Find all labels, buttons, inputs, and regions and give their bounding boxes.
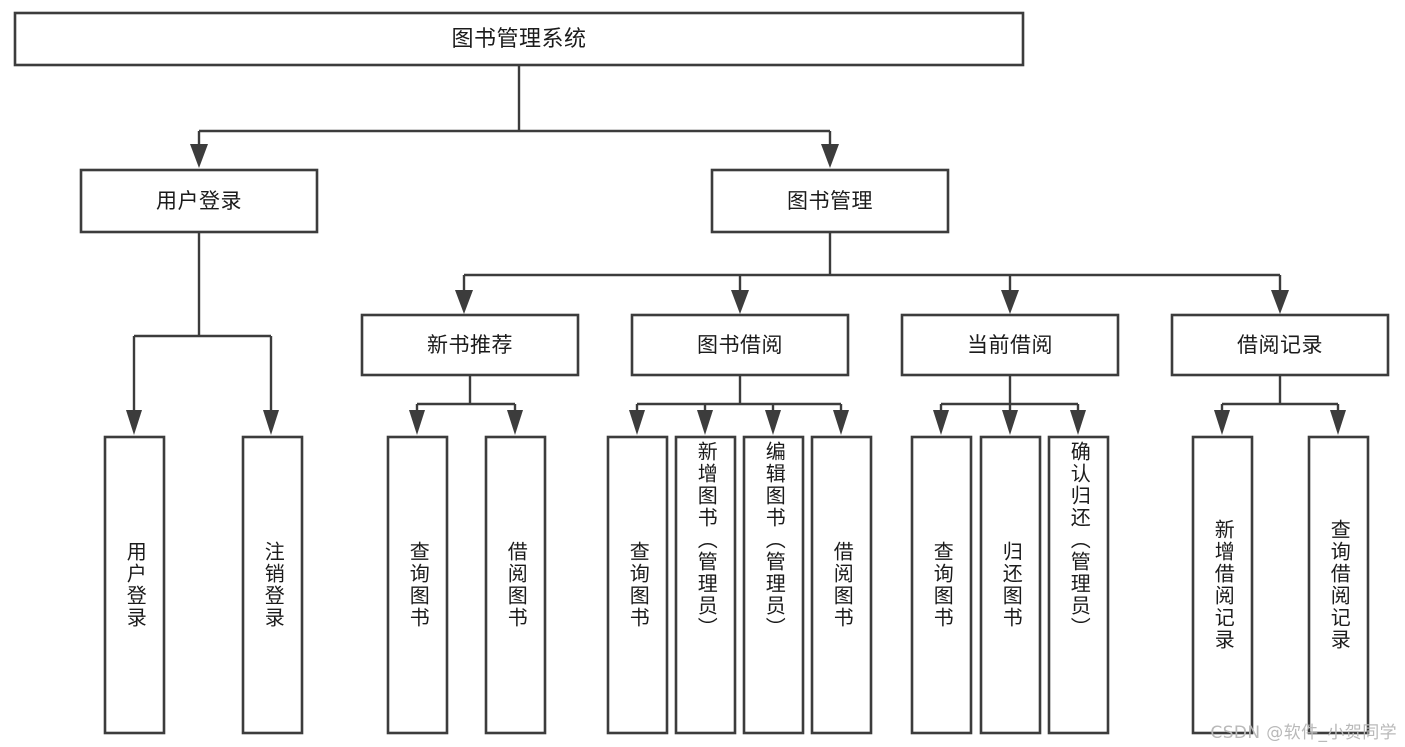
arrow-head-new-book-recommend — [455, 290, 473, 314]
node-current-borrow-box[interactable] — [900, 313, 1120, 377]
leaf-box-bb-1[interactable] — [674, 435, 737, 735]
arrow-head-leaf-bb-3 — [833, 410, 849, 435]
node-user-login[interactable]: 用户登录 — [79, 168, 319, 234]
leaf-boxes-current-borrow — [910, 435, 1110, 735]
connector-group-current-borrow — [933, 375, 1086, 435]
node-book-borrow-label: 图书借阅 — [697, 333, 783, 357]
node-book-manage[interactable]: 图书管理 — [710, 168, 950, 234]
leaf-box-bb-2[interactable] — [742, 435, 805, 735]
csdn-watermark: CSDN @软件_小贺同学 — [1210, 723, 1397, 743]
connector-group-book-borrow — [629, 375, 849, 435]
connector-group-borrow-record — [1214, 375, 1346, 435]
leaf-boxes-new-book-recommend — [386, 435, 547, 735]
leaf-box-cb-1[interactable] — [979, 435, 1042, 735]
leaf-box-bb-3[interactable] — [810, 435, 873, 735]
node-current-borrow-label: 当前借阅 — [967, 333, 1053, 357]
connector-group-book-manage — [455, 232, 1289, 314]
node-book-manage-label: 图书管理 — [787, 189, 873, 213]
connector-group-user-login — [126, 232, 279, 435]
node-book-manage-box[interactable] — [710, 168, 950, 234]
node-user-login-label: 用户登录 — [156, 189, 242, 213]
node-root-box[interactable] — [13, 11, 1025, 67]
arrow-head-leaf-user-login-0 — [126, 410, 142, 435]
arrow-head-leaf-nbr-1 — [507, 410, 523, 435]
leaf-box-nbr-0[interactable] — [386, 435, 449, 735]
node-borrow-record-label: 借阅记录 — [1237, 333, 1323, 357]
leaf-box-br-1[interactable] — [1307, 435, 1370, 735]
arrow-head-leaf-bb-0 — [629, 410, 645, 435]
node-book-borrow-box[interactable] — [630, 313, 850, 377]
arrow-head-leaf-cb-1 — [1002, 410, 1018, 435]
arrow-head-user-login — [190, 144, 208, 168]
leaf-boxes-user-login — [103, 435, 304, 735]
node-root-label: 图书管理系统 — [451, 27, 586, 52]
leaf-box-cb-2[interactable] — [1047, 435, 1110, 735]
node-new-book-recommend[interactable]: 新书推荐 — [360, 313, 580, 377]
arrow-head-leaf-cb-0 — [933, 410, 949, 435]
leaf-boxes-borrow-record — [1191, 435, 1370, 735]
leaf-box-bb-0[interactable] — [606, 435, 669, 735]
leaf-box-cb-0[interactable] — [910, 435, 973, 735]
arrow-head-book-manage — [821, 144, 839, 168]
node-new-book-recommend-box[interactable] — [360, 313, 580, 377]
node-user-login-box[interactable] — [79, 168, 319, 234]
leaf-boxes-book-borrow — [606, 435, 873, 735]
leaf-box-br-0[interactable] — [1191, 435, 1254, 735]
arrow-head-leaf-br-1 — [1330, 410, 1346, 435]
arrow-head-current-borrow — [1001, 290, 1019, 314]
leaf-box-nbr-1[interactable] — [484, 435, 547, 735]
arrow-head-leaf-cb-2 — [1070, 410, 1086, 435]
node-new-book-recommend-label: 新书推荐 — [427, 333, 513, 357]
arrow-head-book-borrow — [731, 290, 749, 314]
node-root[interactable]: 图书管理系统 — [13, 11, 1025, 67]
arrow-head-leaf-user-login-1 — [263, 410, 279, 435]
connector-group-root — [190, 65, 839, 168]
arrow-head-borrow-record — [1271, 290, 1289, 314]
node-borrow-record[interactable]: 借阅记录 — [1170, 313, 1390, 377]
leaf-box-user-login-1[interactable] — [241, 435, 304, 735]
node-book-borrow[interactable]: 图书借阅 — [630, 313, 850, 377]
node-borrow-record-box[interactable] — [1170, 313, 1390, 377]
node-current-borrow[interactable]: 当前借阅 — [900, 313, 1120, 377]
leaf-box-user-login-0[interactable] — [103, 435, 166, 735]
arrow-head-leaf-bb-1 — [697, 410, 713, 435]
arrow-head-leaf-nbr-0 — [409, 410, 425, 435]
connector-group-new-book-recommend — [409, 375, 523, 435]
arrow-head-leaf-br-0 — [1214, 410, 1230, 435]
arrow-head-leaf-bb-2 — [765, 410, 781, 435]
